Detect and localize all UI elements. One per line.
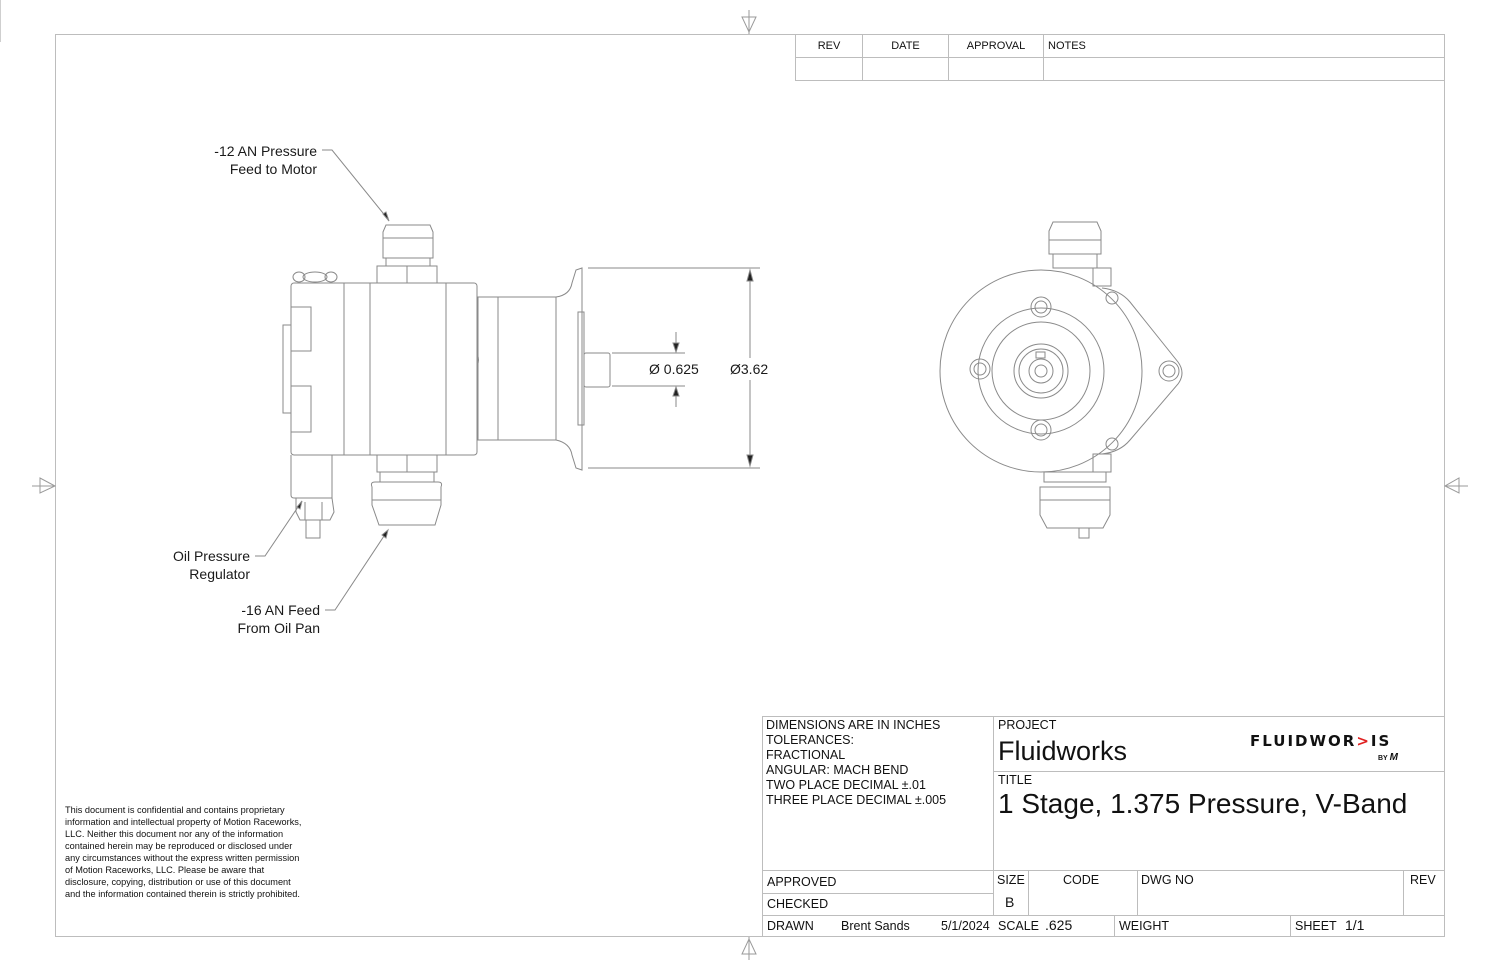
dimension-lines <box>588 267 760 469</box>
drawing-border <box>55 34 1445 937</box>
size-value: B <box>1005 894 1015 910</box>
tolerance-line: TWO PLACE DECIMAL ±.01 <box>766 778 926 792</box>
shaft-diameter-dimension: Ø 0.625 <box>649 361 699 377</box>
approval-header: APPROVAL <box>948 34 1044 58</box>
approval-cell <box>948 57 1044 81</box>
center-mark-left-icon <box>32 477 57 494</box>
tolerance-line: THREE PLACE DECIMAL ±.005 <box>766 793 947 807</box>
center-mark-right-icon <box>1443 477 1468 494</box>
callout-line: Oil Pressure <box>172 548 250 564</box>
scale-label: SCALE <box>998 919 1039 933</box>
checked-label: CHECKED <box>767 897 829 911</box>
sheet-value: 1/1 <box>1345 917 1365 933</box>
weight-cell <box>1114 915 1291 937</box>
callout-oil-pan-feed: -16 AN Feed From Oil Pan <box>200 601 320 637</box>
fluidworks-logo: FLUIDWOR>IS BY M <box>1250 730 1420 764</box>
drawn-label: DRAWN <box>767 919 814 933</box>
center-mark-top-icon <box>741 10 757 34</box>
date-cell <box>862 57 949 81</box>
title-box <box>993 771 1445 871</box>
callout-line: Feed to Motor <box>229 161 317 177</box>
title-label: TITLE <box>998 773 1033 787</box>
rev-header: REV <box>795 34 863 58</box>
tolerance-line: TOLERANCES: <box>766 733 854 747</box>
tolerance-line: DIMENSIONS ARE IN INCHES <box>766 718 941 732</box>
logo-text: FLUIDWOR <box>1250 732 1357 750</box>
confidential-notice: This document is confidential and contai… <box>65 805 302 899</box>
notes-header: NOTES <box>1043 34 1445 58</box>
approved-label: APPROVED <box>767 875 837 889</box>
notes-cell <box>1043 57 1445 81</box>
title-value: 1 Stage, 1.375 Pressure, V-Band <box>998 788 1408 819</box>
date-header: DATE <box>862 34 949 58</box>
rev-cell <box>795 57 863 81</box>
callout-line: -12 AN Pressure <box>214 143 317 159</box>
callout-pressure-feed: -12 AN Pressure Feed to Motor <box>180 142 317 178</box>
callout-line: -16 AN Feed <box>241 602 320 618</box>
size-label: SIZE <box>997 873 1025 887</box>
callout-line: Regulator <box>189 566 250 582</box>
leader-lines <box>255 149 390 611</box>
code-label: CODE <box>1063 873 1100 887</box>
drawn-by: Brent Sands <box>841 919 910 933</box>
project-value: Fluidworks <box>998 736 1128 766</box>
tolerance-line: FRACTIONAL <box>766 748 846 762</box>
dwg-no-label: DWG NO <box>1141 873 1194 887</box>
drawn-date: 5/1/2024 <box>941 919 990 933</box>
callout-regulator: Oil Pressure Regulator <box>140 547 250 583</box>
tolerance-line: ANGULAR: MACH BEND <box>766 763 909 777</box>
logo-by: BY <box>1378 755 1388 762</box>
motion-m-icon: M <box>1389 752 1398 763</box>
sheet-label: SHEET <box>1295 919 1337 933</box>
revision-row <box>795 57 1445 81</box>
flange-diameter-dimension: Ø3.62 <box>729 361 770 377</box>
logo-text-suffix: IS <box>1370 732 1392 750</box>
rev-label: REV <box>1410 873 1436 887</box>
rev-cell-box <box>1403 870 1445 916</box>
tolerance-notes: DIMENSIONS ARE IN INCHES TOLERANCES: FRA… <box>766 718 946 808</box>
side-view <box>282 224 611 539</box>
scale-value: .625 <box>1045 917 1073 933</box>
weight-label: WEIGHT <box>1119 919 1169 933</box>
front-view <box>939 221 1183 539</box>
center-mark-bottom-icon <box>741 937 757 960</box>
revision-table: REV DATE APPROVAL NOTES <box>795 34 1445 81</box>
callout-line: From Oil Pan <box>237 620 320 636</box>
project-label: PROJECT <box>998 718 1057 732</box>
page-edge-mark <box>0 0 1 42</box>
logo-chevron-icon: > <box>1356 732 1371 750</box>
